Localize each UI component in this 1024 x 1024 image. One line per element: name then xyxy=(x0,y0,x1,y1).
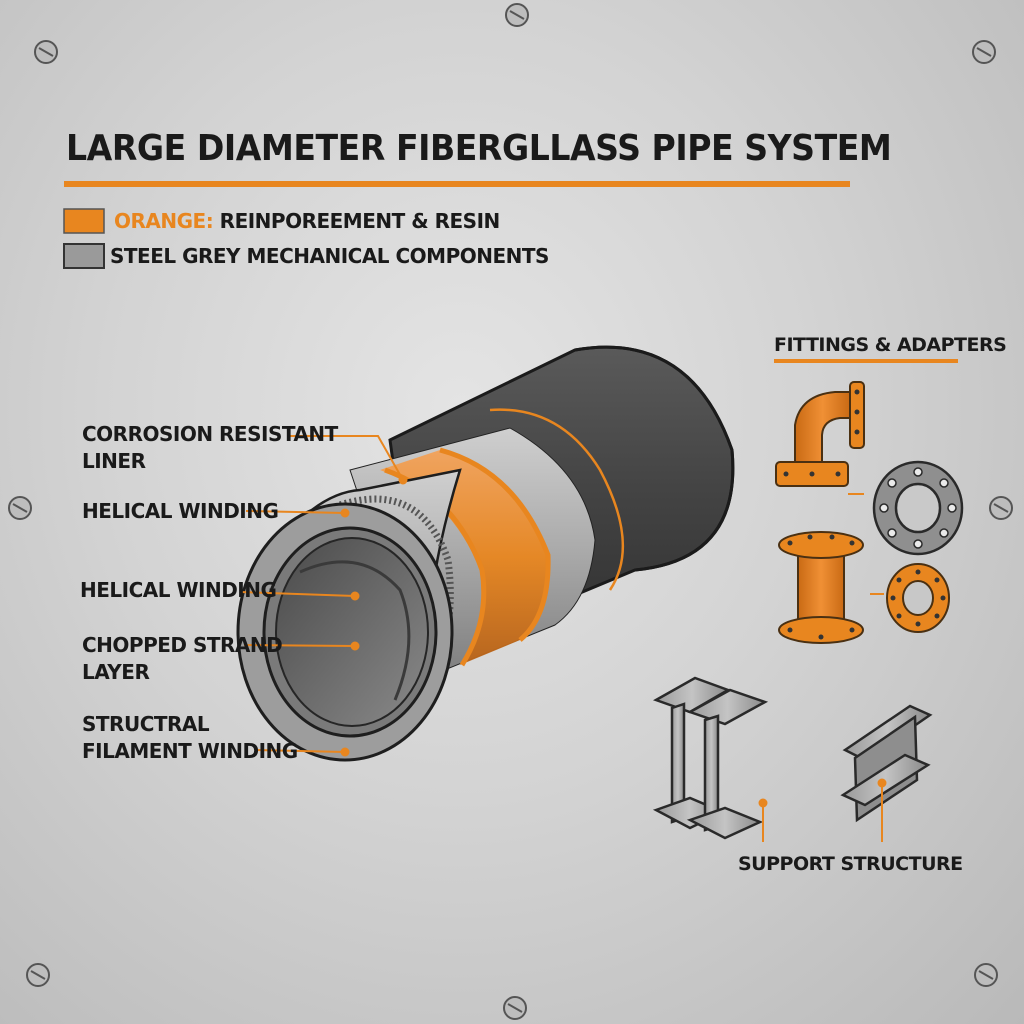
i-beam-tall-icon xyxy=(652,676,769,840)
page-title: LARGE DIAMETER FIBERGLLASS PIPE SYSTEM xyxy=(66,128,892,169)
screw-icon xyxy=(8,496,32,520)
steel-flange-icon xyxy=(872,460,964,556)
orange-band-edge-outer xyxy=(439,447,551,642)
pipe-bore xyxy=(275,537,429,727)
callout-structural-filament: STRUCTRAL FILAMENT WINDING xyxy=(82,712,298,763)
legend-swatch-grey xyxy=(63,243,105,269)
callout-leaders xyxy=(239,435,408,757)
fittings-heading: FITTINGS & ADAPTERS xyxy=(774,334,1007,356)
legend-orange-text: REINPOREEMENT & RESIN xyxy=(213,209,501,233)
callout-corrosion-liner: CORROSION RESISTANT LINER xyxy=(82,422,338,473)
legend-orange-entry: ORANGE: REINPOREEMENT & RESIN xyxy=(114,209,500,233)
callout-helical-winding-outer: HELICAL WINDING xyxy=(82,499,279,523)
legend-swatch-orange xyxy=(63,208,105,234)
screw-icon xyxy=(503,996,527,1020)
bore-depth-shadow xyxy=(299,560,411,701)
screw-icon xyxy=(26,963,50,987)
fittings-underline xyxy=(774,359,958,363)
screw-icon xyxy=(505,3,529,27)
support-leaders xyxy=(758,778,887,842)
spool-fitting-icon xyxy=(778,531,864,644)
callout-chopped-strand: CHOPPED STRAND LAYER xyxy=(82,633,283,684)
elbow-fitting-icon xyxy=(775,381,865,487)
support-structure-label: SUPPORT STRUCTURE xyxy=(738,853,963,875)
screw-icon xyxy=(989,496,1013,520)
rear-end-cap xyxy=(574,345,735,572)
fiberglass-pipe-cutaway xyxy=(236,345,735,762)
corner-screws xyxy=(8,3,1013,1020)
screw-icon xyxy=(974,963,998,987)
title-underline xyxy=(64,181,850,187)
screw-icon xyxy=(34,40,58,64)
orange-flange-icon xyxy=(886,563,950,633)
orange-reinforcement-band xyxy=(380,450,549,665)
orange-ring-line xyxy=(489,408,625,591)
i-beam-short-icon xyxy=(840,704,933,823)
legend-orange-label: ORANGE: xyxy=(114,209,214,233)
callout-helical-winding-inner: HELICAL WINDING xyxy=(80,578,277,602)
legend-grey-text: STEEL GREY MECHANICAL COMPONENTS xyxy=(110,244,549,268)
screw-icon xyxy=(972,40,996,64)
